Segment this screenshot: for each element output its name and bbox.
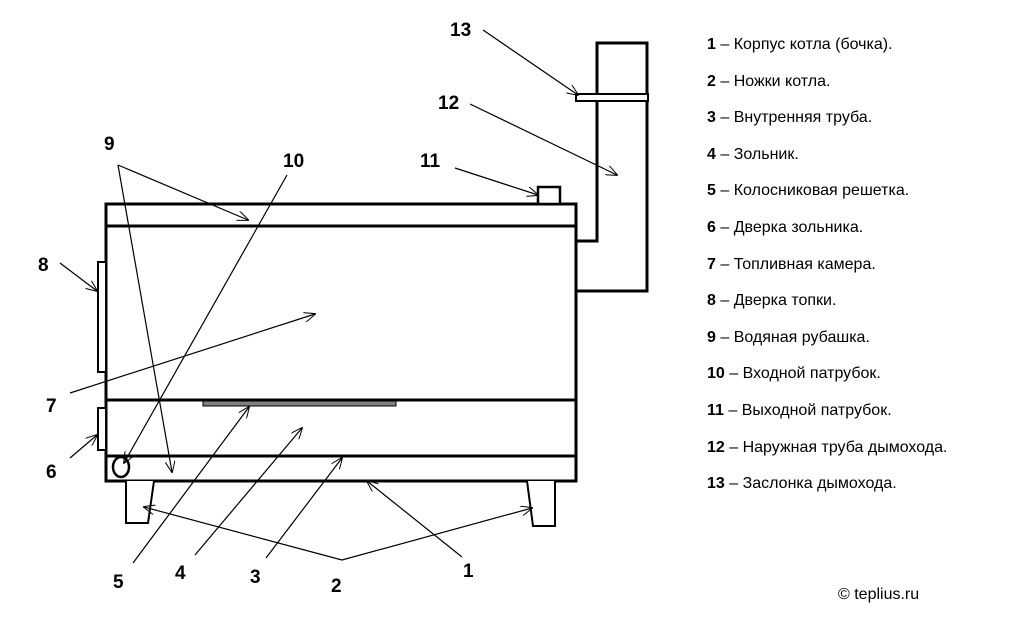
leader-3 [265,458,342,559]
legend-number: 13 [707,475,725,493]
boiler-leg-left [125,480,155,524]
leader-4 [194,428,302,556]
callout-11: 11 [420,151,441,172]
legend-item-4: 4 – Зольник. [707,144,947,181]
legend-item-13: 13 – Заслонка дымохода. [707,473,947,510]
chimney-damper [575,93,649,102]
legend-number: 5 [707,182,716,200]
leader-1 [367,481,463,558]
legend-list: 1 – Корпус котла (бочка). 2 – Ножки котл… [707,34,947,510]
boiler-leg-right [526,480,556,527]
legend-text: – Водяная рубашка. [715,328,870,346]
legend-item-3: 3 – Внутренняя труба. [707,107,947,144]
legend-item-5: 5 – Колосниковая решетка. [707,180,947,217]
legend-text: – Ножки котла. [715,72,831,90]
legend-number: 9 [707,328,716,346]
legend-number: 3 [707,109,716,127]
inlet-nozzle [111,455,131,479]
legend-text: – Наружная труба дымохода. [724,438,948,456]
firebox-door [97,261,107,373]
legend-item-11: 11 – Выходной патрубок. [707,400,947,437]
legend-item-10: 10 – Входной патрубок. [707,363,947,400]
leader-9b [117,164,172,472]
leader-2a [144,507,343,561]
callout-7: 7 [46,396,57,417]
leader-lines [59,29,617,564]
boiler-shell [104,202,578,483]
callout-9: 9 [104,134,115,155]
legend-item-6: 6 – Дверка зольника. [707,217,947,254]
leader-8 [59,262,97,291]
legend-number: 6 [707,218,716,236]
callout-13: 13 [450,20,471,41]
leader-11 [454,167,538,195]
legend-item-8: 8 – Дверка топки. [707,290,947,327]
legend-number: 4 [707,145,716,163]
legend-number: 12 [707,438,725,456]
leader-9a [117,164,248,220]
legend-text: – Топливная камера. [715,255,876,273]
legend-item-12: 12 – Наружная труба дымохода. [707,437,947,474]
leader-10 [124,174,288,463]
legend-text: – Внутренняя труба. [715,109,873,127]
legend-number: 11 [707,401,724,419]
callout-6: 6 [46,462,57,483]
callout-5: 5 [113,572,124,593]
legend-item-2: 2 – Ножки котла. [707,71,947,108]
callout-10: 10 [283,151,304,172]
leader-13 [482,29,578,95]
leader-5 [132,407,249,564]
boiler-body [104,202,578,483]
callout-3: 3 [250,567,261,588]
legend-text: – Корпус котла (бочка). [715,36,893,53]
legend-item-7: 7 – Топливная камера. [707,254,947,291]
legend-number: 1 [707,36,716,53]
legend-number: 10 [707,365,725,383]
outlet-nozzle [536,185,562,206]
callout-labels: 13 12 11 10 9 8 7 6 5 4 3 2 1 [38,20,474,597]
legend-number: 8 [707,292,716,310]
callout-1: 1 [463,561,474,582]
legend-text: – Входной патрубок. [724,365,881,383]
leader-12 [469,103,617,175]
legend-text: – Дверка зольника. [715,218,864,236]
leader-6 [69,435,97,459]
copyright-text: © teplius.ru [838,586,920,603]
grate-bar [202,400,397,407]
chimney-outer-pipe [576,41,649,293]
legend-text: – Заслонка дымохода. [724,475,897,493]
legend-text: – Колосниковая решетка. [715,182,910,200]
callout-4: 4 [175,563,186,584]
legend-text: – Выходной патрубок. [723,401,892,419]
ash-door [97,407,107,451]
legend-number: 2 [707,72,716,90]
callout-12: 12 [438,93,459,114]
legend-number: 7 [707,255,716,273]
leader-2b [341,508,532,561]
legend-item-9: 9 – Водяная рубашка. [707,327,947,364]
callout-8: 8 [38,255,49,276]
callout-2: 2 [331,576,342,597]
legend-item-1: 1 – Корпус котла (бочка). [707,34,947,71]
leader-7 [69,314,315,394]
legend-text: – Дверка топки. [715,292,837,310]
legend-text: – Зольник. [715,145,799,163]
